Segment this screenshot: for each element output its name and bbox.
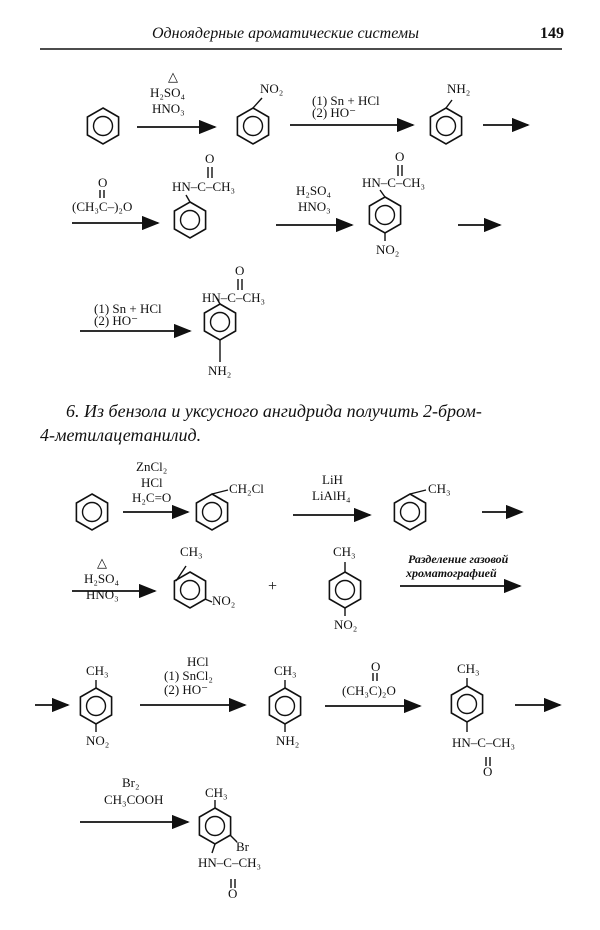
product-ring — [198, 807, 232, 845]
methyl-group: CH₃ — [180, 544, 203, 559]
reagent: H₂SO₄ — [84, 571, 120, 586]
reagent: (1) Sn + HCl — [312, 93, 380, 108]
carbonyl-oxygen: O — [235, 263, 245, 278]
methyl-group: CH₃ — [274, 663, 297, 678]
acetanilide-ring — [173, 201, 207, 239]
reagent: (1) Sn + HCl — [94, 301, 162, 316]
acetamido-group: HN–C–CH₃ — [172, 179, 236, 194]
methyl-group: CH₃ — [428, 481, 451, 496]
page-number: 149 — [540, 25, 564, 42]
toluidine-ring — [268, 687, 302, 725]
carbonyl-oxygen: O — [228, 886, 238, 901]
acetamido-group: HN–C–CH₃ — [198, 855, 262, 870]
aniline-ring — [429, 107, 463, 145]
plus-sign: + — [268, 578, 278, 595]
methylacetanilide-ring — [450, 685, 484, 723]
benzene-ring — [86, 107, 120, 145]
para-nitrotoluene-ring — [328, 571, 362, 609]
methyl-group: CH₃ — [86, 663, 109, 678]
benzyl-chloride-ring — [195, 493, 229, 531]
separation-label: хроматографией — [406, 566, 497, 580]
chloromethyl-group: CH₂Cl — [229, 481, 264, 496]
carbonyl-oxygen: O — [483, 764, 493, 779]
reagent: (2) HO⁻ — [94, 313, 139, 328]
acetamido-group: HN–C–CH₃ — [362, 175, 426, 190]
amino-group: NH₂ — [208, 363, 232, 378]
heat-symbol: △ — [168, 69, 178, 84]
acetamido-group: HN–C–CH₃ — [452, 735, 516, 750]
reagent: ZnCl₂ — [136, 459, 168, 474]
acetamido-group: HN–C–CH₃ — [202, 290, 266, 305]
reagent: (2) HO⁻ — [164, 682, 209, 697]
nitro-group: NO₂ — [376, 242, 400, 257]
problem-text-line1: 6. Из бензола и уксусного ангидрида полу… — [66, 401, 482, 421]
carbonyl-oxygen: O — [98, 175, 108, 190]
reagent: HNO₃ — [152, 101, 185, 116]
reagent: HCl — [141, 475, 163, 490]
running-header-title: Одноядерные ароматические системы — [152, 25, 419, 42]
reagent: (CH₃C–)₂O — [72, 199, 133, 214]
reagent: Br₂ — [122, 775, 140, 790]
amino-group: NH₂ — [276, 733, 300, 748]
nitro-group: NO₂ — [334, 617, 358, 632]
bromo-group: Br — [236, 839, 249, 854]
nitroacetanilide-ring — [368, 196, 402, 234]
reagent: H₂SO₄ — [296, 183, 332, 198]
methyl-group: CH₃ — [205, 785, 228, 800]
reagent: LiH — [322, 472, 343, 487]
methyl-group: CH₃ — [457, 661, 480, 676]
nitro-group: NO₂ — [212, 593, 236, 608]
reagent: HCl — [187, 654, 209, 669]
nitrobenzene-ring — [236, 107, 270, 145]
problem-text-line2: 4-метилацетанилид. — [40, 425, 202, 445]
carbonyl-oxygen: O — [371, 659, 381, 674]
nitro-group: NO₂ — [86, 733, 110, 748]
reagent: CH₃COOH — [104, 792, 164, 807]
reagent: HNO₃ — [86, 587, 119, 602]
heat-symbol: △ — [97, 555, 107, 570]
toluene-ring — [393, 493, 427, 531]
carbonyl-oxygen: O — [205, 151, 215, 166]
reagent: H₂SO₄ — [150, 85, 186, 100]
reagent: H₂C=O — [132, 490, 172, 505]
reagent: LiAlH₄ — [312, 488, 351, 503]
aminoacetanilide-ring — [203, 303, 237, 341]
nitro-group: NO₂ — [260, 81, 284, 96]
amino-group: NH₂ — [447, 81, 471, 96]
methyl-group: CH₃ — [333, 544, 356, 559]
reagent: (1) SnCl₂ — [164, 668, 213, 683]
para-nitrotoluene-ring — [79, 687, 113, 725]
separation-label: Разделение газовой — [408, 552, 509, 566]
reagent: HNO₃ — [298, 199, 331, 214]
reagent: (2) HO⁻ — [312, 105, 357, 120]
benzene-ring — [75, 493, 109, 531]
reagent: (CH₃C)₂O — [342, 683, 396, 698]
carbonyl-oxygen: O — [395, 149, 405, 164]
